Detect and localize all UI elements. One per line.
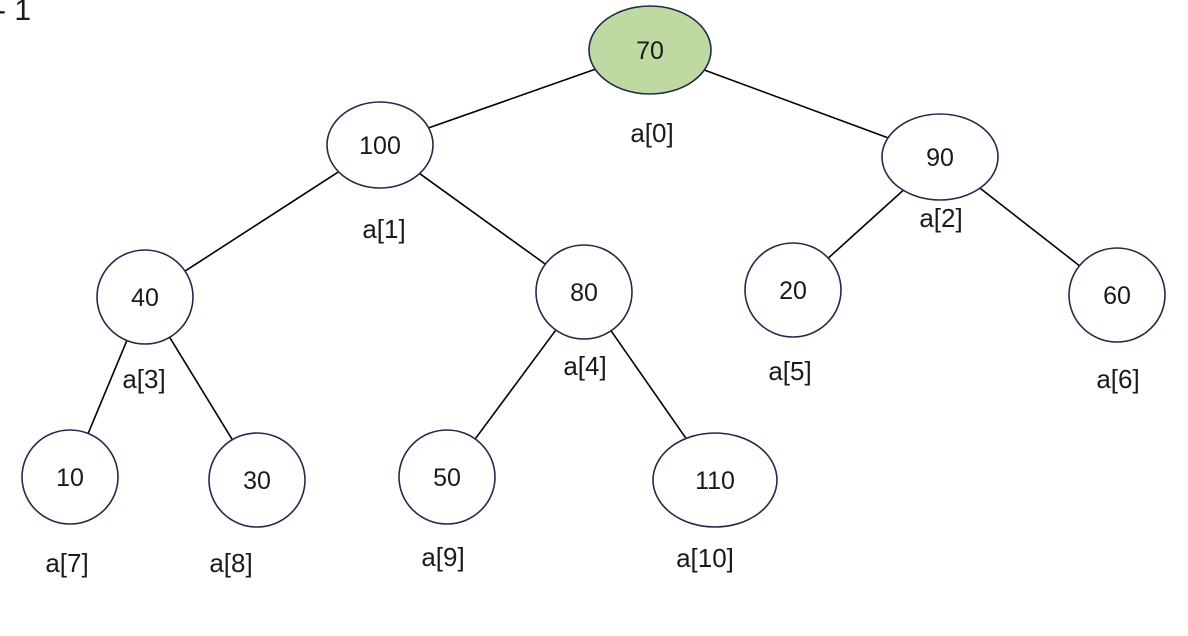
edge-n4-n10 [610, 330, 687, 439]
tree-node-100: 100 [326, 101, 434, 189]
tree-node-90: 90 [881, 113, 999, 201]
tree-node-10: 10 [21, 429, 119, 525]
node-value: 90 [926, 144, 954, 172]
node-value: 100 [359, 132, 401, 160]
node-value: 110 [695, 467, 735, 495]
tree-node-60: 60 [1068, 247, 1166, 343]
node-value: 80 [570, 279, 598, 307]
tree-node-80: 80 [535, 244, 633, 340]
edge-n1-n4 [419, 172, 546, 265]
edge-n2-n5 [827, 189, 904, 259]
node-circle [881, 113, 999, 201]
tree-node-30: 30 [208, 432, 306, 528]
node-value: 20 [779, 277, 807, 305]
array-index-label: a[10] [676, 543, 734, 573]
node-circle [326, 101, 434, 189]
node-value: 70 [636, 37, 664, 65]
array-index-label: a[4] [563, 351, 606, 381]
array-index-label: a[9] [421, 542, 464, 572]
node-value: 50 [433, 464, 461, 492]
edge-n4-n9 [474, 329, 557, 440]
root-node-circle [588, 5, 712, 95]
corner-text: - 1 [0, 0, 31, 27]
tree-node-20: 20 [744, 242, 842, 338]
array-index-label: a[5] [768, 356, 811, 386]
edge-n3-n7 [87, 340, 128, 434]
tree-node-50: 50 [398, 429, 496, 525]
node-circle [398, 429, 496, 525]
tree-node-40: 40 [96, 249, 194, 345]
edge-n0-n2 [704, 69, 889, 139]
array-index-label: a[8] [209, 548, 252, 578]
node-circle [208, 432, 306, 528]
edge-n2-n6 [979, 187, 1080, 267]
node-circle [96, 249, 194, 345]
node-value: 60 [1103, 282, 1131, 310]
node-value: 10 [56, 464, 84, 492]
node-circle [21, 429, 119, 525]
nodes-layer: 70 100 90 40 80 20 60 10 30 50 110 [21, 5, 1166, 528]
edge-n3-n8 [168, 336, 234, 441]
node-circle [1068, 247, 1166, 343]
node-circle [652, 432, 778, 528]
array-index-label: a[6] [1096, 364, 1139, 394]
array-index-label: a[1] [362, 214, 405, 244]
index-labels-layer: a[0] a[1] a[2] a[3] a[4] a[5] a[6] a[7] a[8] a[9]… [45, 118, 1139, 578]
edges-layer [87, 68, 1080, 441]
node-circle [535, 244, 633, 340]
tree-node-110: 110 [652, 432, 778, 528]
array-index-label: a[2] [919, 203, 962, 233]
array-index-label: a[3] [122, 364, 165, 394]
tree-node-70: 70 [588, 5, 712, 95]
array-index-label: a[7] [45, 548, 88, 578]
array-index-label: a[0] [630, 118, 673, 148]
node-value: 40 [131, 284, 159, 312]
edge-n1-n3 [184, 171, 339, 272]
node-value: 30 [243, 467, 271, 495]
edge-n0-n1 [428, 68, 596, 129]
node-circle [744, 242, 842, 338]
